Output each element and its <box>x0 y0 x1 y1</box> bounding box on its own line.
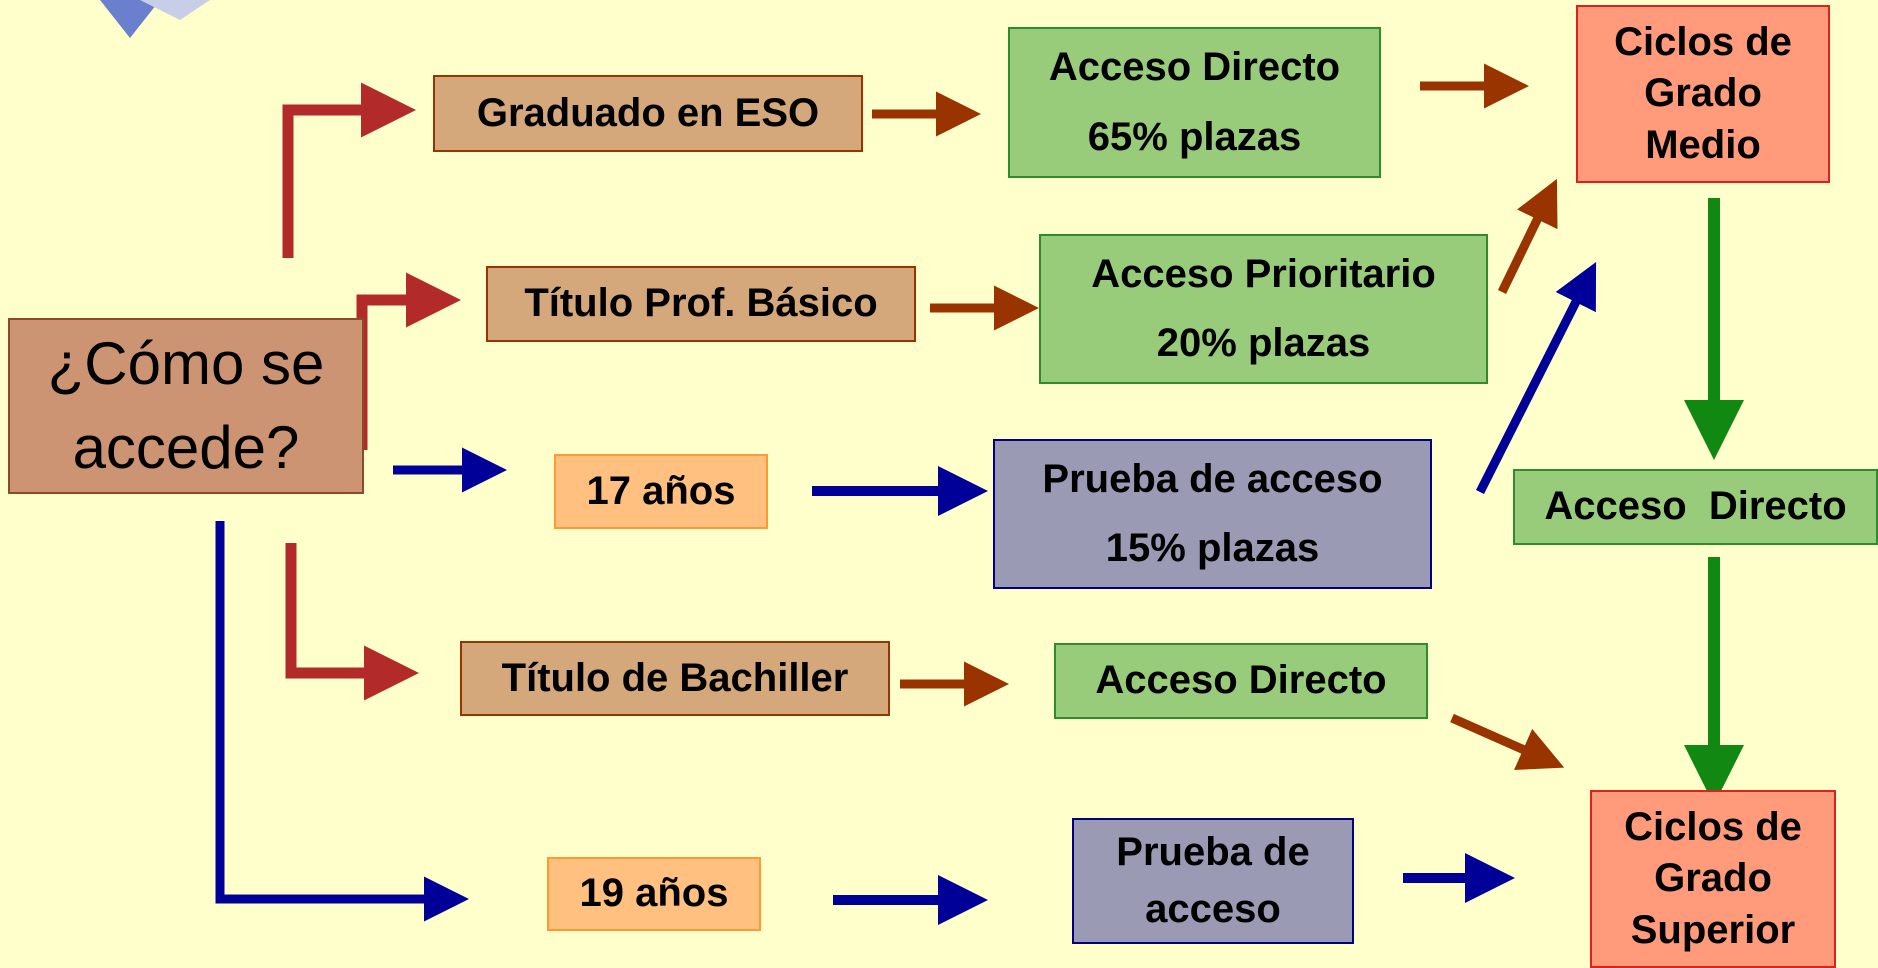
basico-box: Título Prof. Básico <box>486 266 916 342</box>
acceso-directo-quota: 65% plazas <box>1087 114 1302 159</box>
prueba-acceso-gs-box: Prueba de acceso <box>1072 818 1354 944</box>
logo-icon <box>100 0 210 38</box>
grado-superior-line: Ciclos de <box>1624 805 1802 850</box>
main-question-box: ¿Cómo se accede? <box>8 318 364 494</box>
arrow-bachdirecto-to-superior <box>1450 713 1565 771</box>
age19-box: 19 años <box>547 857 761 931</box>
arrow-to-bachiller <box>285 543 419 701</box>
acceso-prioritario-quota: 20% plazas <box>1156 320 1371 365</box>
arrow-to-basico <box>356 272 461 450</box>
main-question-line: ¿Cómo se <box>47 330 325 397</box>
grado-medio-line: Medio <box>1645 122 1761 167</box>
grado-superior-line: Superior <box>1630 907 1796 952</box>
acceso-prioritario-box: Acceso Prioritario 20% plazas <box>1039 234 1488 384</box>
arrow-to-eso <box>282 82 416 258</box>
acceso-directo-title: Acceso Directo <box>1048 45 1341 90</box>
ciclos-grado-medio-box: Ciclos de Grado Medio <box>1576 5 1830 183</box>
prueba-acceso-gs-line: acceso <box>1145 886 1281 931</box>
prueba-acceso-quota: 15% plazas <box>1105 525 1320 570</box>
bachiller-box: Título de Bachiller <box>460 641 890 716</box>
age17-box: 17 años <box>554 454 768 529</box>
acceso-prioritario-title: Acceso Prioritario <box>1091 251 1436 296</box>
ciclos-grado-superior-box: Ciclos de Grado Superior <box>1590 790 1836 968</box>
arrow-to-age19 <box>215 521 469 922</box>
main-question-line: accede? <box>72 414 300 481</box>
arrow-prueba-to-medio <box>1475 261 1597 495</box>
grado-medio-line: Grado <box>1644 71 1762 116</box>
arrow-prioritario-to-medio <box>1497 178 1558 294</box>
grado-superior-line: Grado <box>1654 856 1772 901</box>
prueba-acceso-title: Prueba de acceso <box>1042 456 1383 501</box>
prueba-acceso-gs-line: Prueba de <box>1116 829 1310 874</box>
acceso-directo-bachiller-box: Acceso Directo <box>1054 643 1428 719</box>
prueba-acceso-gm-box: Prueba de acceso 15% plazas <box>993 439 1432 589</box>
acceso-directo-gm-to-gs-box: Acceso Directo <box>1513 469 1878 545</box>
eso-box: Graduado en ESO <box>433 75 863 152</box>
grado-medio-line: Ciclos de <box>1614 20 1792 65</box>
acceso-directo-gm-box: Acceso Directo 65% plazas <box>1008 27 1381 178</box>
